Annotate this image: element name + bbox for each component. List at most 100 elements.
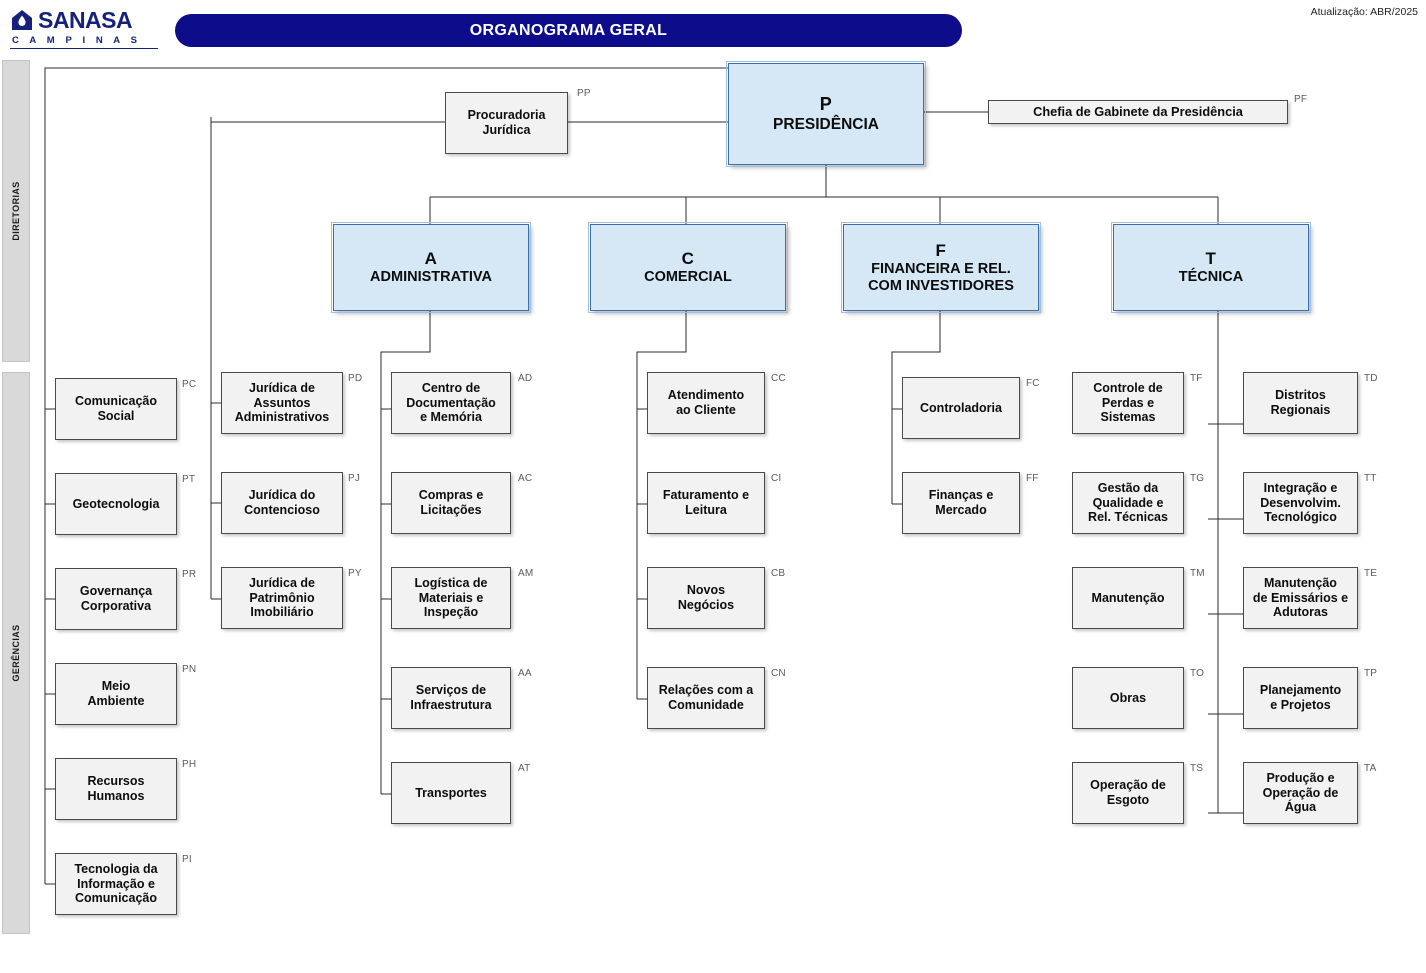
sigla-PR: PR <box>182 569 197 580</box>
diretoria-a-name: ADMINISTRATIVA <box>370 269 492 286</box>
band-gerencias: GERÊNCIAS <box>2 372 30 934</box>
sigla-PI: PI <box>182 854 192 865</box>
logo-rule <box>10 48 158 49</box>
node-presidencia[interactable]: P PRESIDÊNCIA <box>725 60 927 168</box>
node-gerencia-presidencia-2[interactable]: Geotecnologia <box>55 473 177 535</box>
sigla-PJ: PJ <box>348 473 361 484</box>
diretoria-t-name: TÉCNICA <box>1178 269 1244 286</box>
logo-wordmark: SANASA <box>38 6 133 33</box>
node-chefia-gabinete[interactable]: Chefia de Gabinete da Presidência <box>988 100 1288 124</box>
diretoria-c-code: C <box>681 249 695 269</box>
sigla-AA: AA <box>518 668 532 679</box>
page-title: ORGANOGRAMA GERAL <box>469 21 668 39</box>
chefia-gabinete-label: Chefia de Gabinete da Presidência <box>1033 104 1243 120</box>
sigla-PY: PY <box>348 568 362 579</box>
sigla-PT: PT <box>182 474 196 485</box>
sigla-TT: TT <box>1364 473 1377 484</box>
sigla-TP: TP <box>1364 668 1378 679</box>
diretoria-f-name-line2: COM INVESTIDORES <box>868 277 1014 294</box>
diretoria-c-name: COMERCIAL <box>644 269 732 286</box>
sigla-AM: AM <box>518 568 534 579</box>
gerencia-label: Geotecnologia <box>72 496 160 511</box>
sigla-PH: PH <box>182 759 197 770</box>
house-water-drop-icon <box>12 10 32 30</box>
logo-subtitle: C A M P I N A S <box>12 35 142 46</box>
node-gerencia-financeira-1[interactable]: Controladoria <box>902 377 1020 439</box>
sigla-AD: AD <box>518 373 533 384</box>
node-diretoria-administrativa[interactable]: A ADMINISTRATIVA <box>330 221 532 314</box>
sigla-AC: AC <box>518 473 533 484</box>
sigla-PC: PC <box>182 379 197 390</box>
band-diretorias-label: DIRETORIAS <box>11 181 21 241</box>
sigla-CC: CC <box>771 373 786 384</box>
sigla-AT: AT <box>518 763 531 774</box>
sigla-TO: TO <box>1190 668 1205 679</box>
presidencia-code: P <box>819 94 833 115</box>
node-gerencia-tecnica-left-3[interactable]: Manutenção <box>1072 567 1184 629</box>
sigla-TM: TM <box>1190 568 1205 579</box>
node-diretoria-financeira[interactable]: F FINANCEIRA E REL. COM INVESTIDORES <box>840 221 1042 314</box>
gerencia-label: Controladoria <box>920 400 1002 415</box>
sanasa-logo: SANASA C A M P I N A S <box>10 6 158 49</box>
gerencia-label: Transportes <box>415 785 487 800</box>
band-diretorias: DIRETORIAS <box>2 60 30 362</box>
node-diretoria-tecnica[interactable]: T TÉCNICA <box>1110 221 1312 314</box>
sigla-FF: FF <box>1026 473 1039 484</box>
sigla-TG: TG <box>1190 473 1205 484</box>
node-gerencia-administrativa-5[interactable]: Transportes <box>391 762 511 824</box>
sigla-CI: CI <box>771 473 782 484</box>
node-diretoria-comercial[interactable]: C COMERCIAL <box>587 221 789 314</box>
sigla-TA: TA <box>1364 763 1377 774</box>
gerencia-label: Obras <box>1109 690 1147 705</box>
presidencia-name: PRESIDÊNCIA <box>773 115 879 133</box>
node-gerencia-tecnica-left-4[interactable]: Obras <box>1072 667 1184 729</box>
gerencia-label: Manutenção <box>1091 590 1165 605</box>
